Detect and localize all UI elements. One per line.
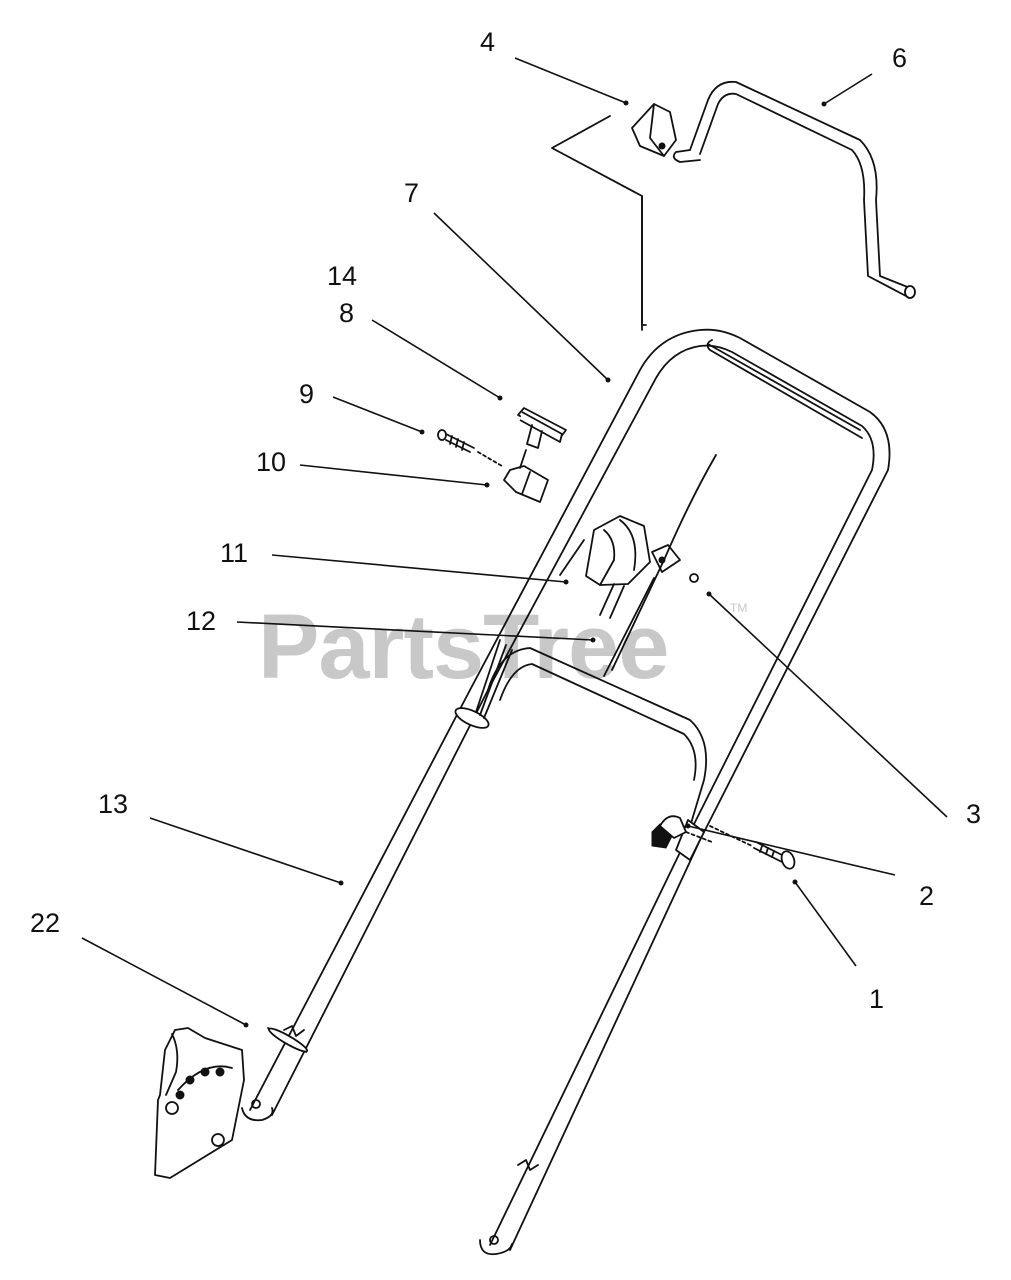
callout-8[interactable]: 8 — [339, 298, 354, 328]
assembly-line — [551, 115, 643, 331]
cable-clip[interactable] — [453, 639, 513, 732]
upper-handle[interactable] — [469, 328, 891, 841]
callout-11[interactable]: 11 — [220, 538, 248, 568]
callout-2[interactable]: 2 — [919, 881, 934, 911]
callout-13[interactable]: 13 — [98, 789, 128, 819]
bail-bracket[interactable] — [631, 103, 677, 157]
leader-lines — [81, 57, 948, 1028]
callout-10[interactable]: 10 — [256, 447, 286, 477]
wing-knob[interactable] — [651, 815, 713, 849]
bolt-small[interactable] — [437, 429, 503, 467]
callout-9[interactable]: 9 — [299, 379, 314, 409]
callout-14[interactable]: 14 — [327, 261, 357, 291]
sleeve[interactable] — [503, 449, 549, 503]
callouts: 4 6 7 14 8 9 10 11 12 3 13 2 22 1 — [30, 27, 981, 1014]
callout-22[interactable]: 22 — [30, 908, 60, 938]
callout-6[interactable]: 6 — [892, 43, 907, 73]
callout-4[interactable]: 4 — [480, 27, 495, 57]
assembly-line-2 — [641, 195, 647, 326]
callout-12[interactable]: 12 — [186, 606, 216, 636]
control-bail[interactable] — [672, 80, 916, 299]
callout-3[interactable]: 3 — [966, 799, 981, 829]
callout-1[interactable]: 1 — [869, 984, 884, 1014]
throttle-knob[interactable] — [517, 407, 567, 449]
height-adjust-bracket[interactable] — [154, 1026, 309, 1179]
lower-handle[interactable] — [241, 689, 705, 1256]
throttle-control[interactable] — [559, 515, 699, 619]
watermark-tm: TM — [730, 601, 747, 615]
control-cable[interactable] — [603, 454, 717, 677]
callout-7[interactable]: 7 — [404, 178, 419, 208]
